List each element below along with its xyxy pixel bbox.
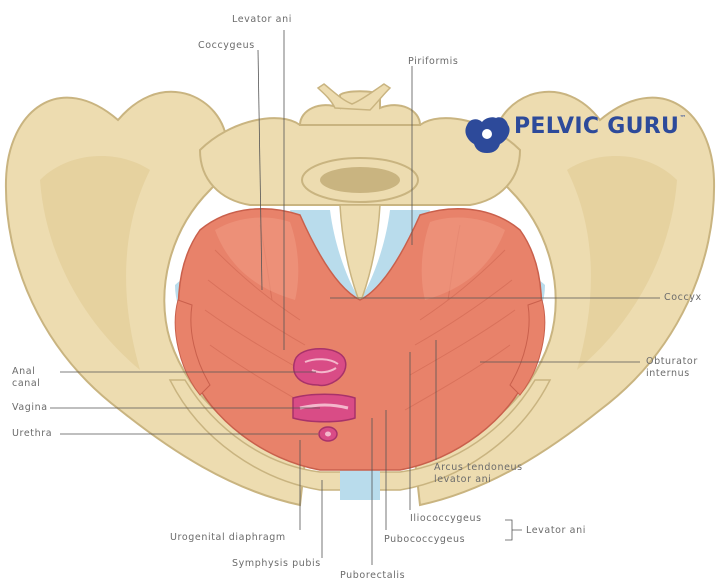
label-piriformis: Piriformis: [408, 56, 458, 68]
label-urethra: Urethra: [12, 428, 52, 440]
label-vagina: Vagina: [12, 402, 48, 414]
label-puborectalis: Puborectalis: [340, 570, 405, 582]
brand-logo: PELVIC GURU ™: [466, 114, 686, 139]
label-anal-canal: Anal canal: [12, 366, 41, 390]
label-pubococcygeus: Pubococcygeus: [384, 534, 465, 546]
brand-name: PELVIC GURU: [514, 114, 679, 139]
label-coccyx: Coccyx: [664, 292, 702, 304]
label-arcus-tendineus: Arcus tendoneus levator ani: [434, 462, 523, 486]
label-obturator-internus: Obturator internus: [646, 356, 698, 380]
anal-canal-shape: [294, 349, 346, 386]
label-iliococcygeus: Iliococcygeus: [410, 513, 482, 525]
label-levator-ani-group: Levator ani: [526, 525, 586, 537]
brand-trademark: ™: [679, 114, 686, 122]
label-coccygeus: Coccygeus: [198, 40, 255, 52]
label-levator-ani-top: Levator ani: [232, 14, 292, 26]
label-urogenital-diaphragm: Urogenital diaphragm: [170, 532, 286, 544]
label-symphysis-pubis: Symphysis pubis: [232, 558, 321, 570]
